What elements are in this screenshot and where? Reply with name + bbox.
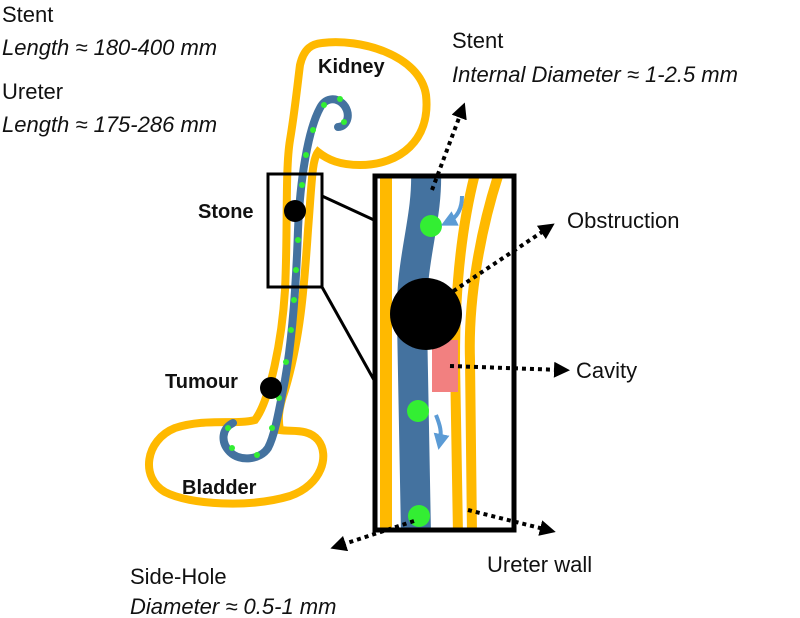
stent-length-title: Stent xyxy=(2,2,53,27)
arrow-ureter-wall xyxy=(467,508,556,536)
zoom-connector-bottom xyxy=(320,286,376,381)
zoomed-detail-panel xyxy=(372,173,517,533)
kidney-label: Kidney xyxy=(318,56,386,78)
obstruction-label: Obstruction xyxy=(567,208,680,233)
ureter-length-value: Length ≈ 175-286 mm xyxy=(2,112,217,137)
stone xyxy=(284,200,306,222)
tumour xyxy=(260,377,282,399)
arrow-stent-diameter xyxy=(430,102,467,191)
zoom-connector-top xyxy=(321,194,375,222)
tumour-label: Tumour xyxy=(165,371,238,393)
obstruction xyxy=(390,278,462,350)
zoom-frame xyxy=(372,173,517,533)
arrow-side-hole xyxy=(330,519,415,552)
cavity-label: Cavity xyxy=(576,358,637,383)
arrow-obstruction xyxy=(438,223,555,302)
ureter-wall-label: Ureter wall xyxy=(487,552,592,577)
ureter-length-title: Ureter xyxy=(2,79,63,104)
stone-label: Stone xyxy=(198,201,254,223)
stent-length-value: Length ≈ 180-400 mm xyxy=(2,35,217,60)
arrow-cavity xyxy=(449,361,570,378)
zoom-region-box xyxy=(266,172,324,289)
side-hole-value: Diameter ≈ 0.5-1 mm xyxy=(130,594,336,618)
side-hole xyxy=(420,215,442,237)
ureter-wall-right-outer xyxy=(464,176,504,530)
stent-body xyxy=(219,95,352,463)
side-hole-title: Side-Hole xyxy=(130,564,227,589)
side-hole xyxy=(407,400,429,422)
kidney-outline xyxy=(145,38,431,508)
stent-diameter-title: Stent xyxy=(452,28,503,53)
flow-arrow-icon xyxy=(433,414,450,450)
stent-diameter-value: Internal Diameter ≈ 1-2.5 mm xyxy=(452,62,738,87)
callout-arrows xyxy=(330,102,570,552)
bladder-label: Bladder xyxy=(182,477,257,499)
flow-arrow-icon xyxy=(440,195,464,226)
urinary-tract-overview xyxy=(145,38,431,508)
